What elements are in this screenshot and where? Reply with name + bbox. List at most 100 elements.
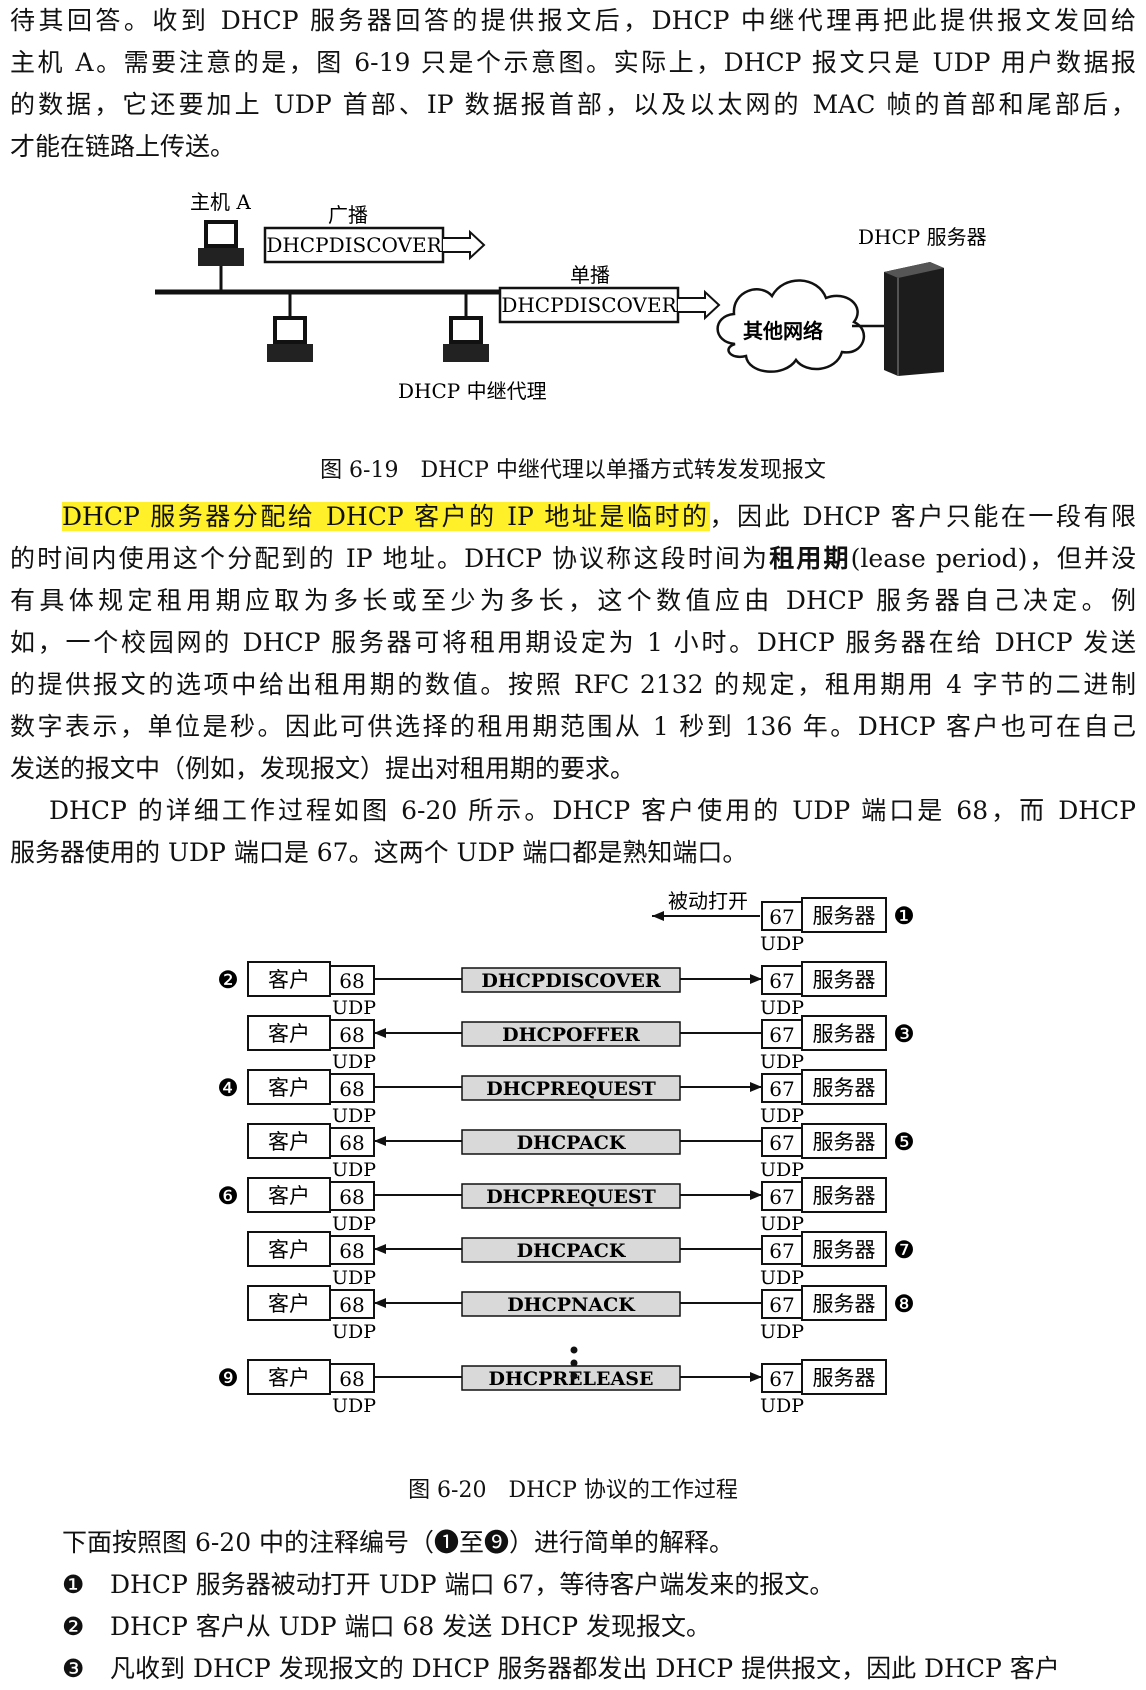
discover-broadcast-label: DHCPDISCOVER bbox=[266, 233, 442, 257]
udp-label: UDP bbox=[760, 1159, 804, 1181]
arrow-left-icon bbox=[374, 1136, 386, 1146]
server-label: 服务器 bbox=[813, 904, 876, 928]
udp-label: UDP bbox=[760, 933, 804, 955]
server-label: 服务器 bbox=[813, 1184, 876, 1208]
client-box bbox=[247, 1177, 331, 1213]
ellipsis-dots bbox=[570, 1346, 578, 1380]
message-box bbox=[461, 1183, 681, 1209]
step-marker: ❷ bbox=[217, 966, 239, 994]
step-marker: ❸ bbox=[893, 1020, 915, 1048]
discover-broadcast-box bbox=[263, 226, 445, 264]
client-port-box bbox=[329, 1181, 375, 1211]
broadcast-arrow-icon bbox=[443, 229, 486, 261]
client-label: 客户 bbox=[268, 1130, 310, 1154]
udp-label: UDP bbox=[332, 1105, 376, 1127]
server-box bbox=[801, 1123, 887, 1159]
dhcp-server-icon bbox=[884, 262, 944, 376]
server-label: 服务器 bbox=[813, 1366, 876, 1390]
server-port-box bbox=[761, 1235, 803, 1265]
client-label: 客户 bbox=[268, 1366, 310, 1390]
message-box bbox=[461, 1021, 681, 1047]
udp-label: UDP bbox=[760, 997, 804, 1019]
intro-line: 待其回答。收到 DHCP 服务器回答的提供报文后，DHCP 中继代理再把此提供报… bbox=[10, 6, 1136, 35]
server-label: 服务器 bbox=[813, 1076, 876, 1100]
udp-label: UDP bbox=[332, 1051, 376, 1073]
server-port-label: 67 bbox=[769, 1367, 794, 1391]
host-computer-icon bbox=[267, 292, 313, 362]
client-port-box bbox=[329, 1289, 375, 1319]
unicast-label: 单播 bbox=[570, 263, 610, 287]
client-port-box bbox=[329, 965, 375, 995]
arrow-right-icon bbox=[750, 974, 762, 984]
server-label: 服务器 bbox=[813, 1130, 876, 1154]
explanation-intro: 下面按照图 6-20 中的注释编号（❶至❾）进行简单的解释。 bbox=[62, 1528, 735, 1557]
step-marker: ❻ bbox=[217, 1182, 239, 1210]
step-marker: ❽ bbox=[893, 1290, 915, 1318]
process-line: 服务器使用的 UDP 端口是 67。这两个 UDP 端口都是熟知端口。 bbox=[10, 838, 748, 867]
message-label: DHCPOFFER bbox=[502, 1024, 640, 1046]
client-port-label: 68 bbox=[339, 1239, 364, 1263]
message-label: DHCPNACK bbox=[507, 1294, 636, 1316]
list-marker: ❶ bbox=[62, 1570, 85, 1599]
lease-period-term: 租用期 bbox=[769, 544, 851, 573]
udp-label: UDP bbox=[760, 1105, 804, 1127]
server-label: 服务器 bbox=[813, 1292, 876, 1316]
server-port-label: 67 bbox=[769, 1077, 794, 1101]
message-box bbox=[461, 967, 681, 993]
client-label: 客户 bbox=[268, 1076, 310, 1100]
server-label: 服务器 bbox=[813, 968, 876, 992]
relay-agent-label: DHCP 中继代理 bbox=[398, 379, 547, 403]
client-box bbox=[247, 1231, 331, 1267]
server-box bbox=[801, 1177, 887, 1213]
step-marker-1: ❶ bbox=[893, 902, 915, 930]
lease-line: 的提供报文的选项中给出租用期的数值。按照 RFC 2132 的规定，租用期用 4… bbox=[10, 670, 1136, 699]
step-marker: ❾ bbox=[217, 1364, 239, 1392]
intro-line: 才能在链路上传送。 bbox=[10, 132, 236, 161]
arrow-left-icon bbox=[374, 1244, 386, 1254]
process-paragraph: DHCP 的详细工作过程如图 6-20 所示。DHCP 客户使用的 UDP 端口… bbox=[10, 790, 1136, 874]
client-port-label: 68 bbox=[339, 1185, 364, 1209]
figure-6-20-caption: 图 6-20 DHCP 协议的工作过程 bbox=[408, 1478, 738, 1503]
udp-label: UDP bbox=[760, 1051, 804, 1073]
message-box bbox=[461, 1129, 681, 1155]
message-label: DHCPDISCOVER bbox=[481, 970, 660, 992]
list-text: DHCP 客户从 UDP 端口 68 发送 DHCP 发现报文。 bbox=[110, 1612, 711, 1641]
intro-line: 的数据，它还要加上 UDP 首部、IP 数据报首部，以及以太网的 MAC 帧的首… bbox=[10, 90, 1136, 119]
list-marker: ❷ bbox=[62, 1612, 85, 1641]
client-port-box bbox=[329, 1019, 375, 1049]
unicast-arrow-icon bbox=[678, 289, 721, 321]
process-line: DHCP 的详细工作过程如图 6-20 所示。DHCP 客户使用的 UDP 端口… bbox=[10, 796, 1136, 825]
relay-agent-computer-icon bbox=[443, 292, 489, 362]
udp-label: UDP bbox=[760, 1213, 804, 1235]
udp-label: UDP bbox=[760, 1267, 804, 1289]
server-label: 服务器 bbox=[813, 1238, 876, 1262]
server-port-label: 67 bbox=[769, 1131, 794, 1155]
lease-line: 如，一个校园网的 DHCP 服务器可将租用期设定为 1 小时。DHCP 服务器在… bbox=[10, 628, 1136, 657]
arrow-right-icon bbox=[750, 1372, 762, 1382]
server-port-box bbox=[761, 1289, 803, 1319]
client-port-label: 68 bbox=[339, 1367, 364, 1391]
server-box bbox=[801, 1359, 887, 1395]
client-port-box bbox=[329, 1127, 375, 1157]
client-port-label: 68 bbox=[339, 1023, 364, 1047]
server-label: 服务器 bbox=[813, 1022, 876, 1046]
client-box bbox=[247, 1015, 331, 1051]
arrow-right-icon bbox=[750, 1190, 762, 1200]
list-marker: ❸ bbox=[62, 1654, 85, 1683]
message-box bbox=[461, 1075, 681, 1101]
server-box bbox=[801, 1285, 887, 1321]
step-marker: ❼ bbox=[893, 1236, 915, 1264]
client-port-box bbox=[329, 1363, 375, 1393]
server-port-box bbox=[761, 1363, 803, 1393]
broadcast-label: 广播 bbox=[328, 203, 368, 227]
udp-label: UDP bbox=[332, 1321, 376, 1343]
host-a-computer-icon bbox=[198, 220, 244, 292]
lease-line: (lease period)，但并没 bbox=[850, 544, 1136, 573]
lease-line-rest: ，因此 DHCP 客户只能在一段有限 bbox=[709, 502, 1137, 531]
client-label: 客户 bbox=[268, 1292, 310, 1316]
